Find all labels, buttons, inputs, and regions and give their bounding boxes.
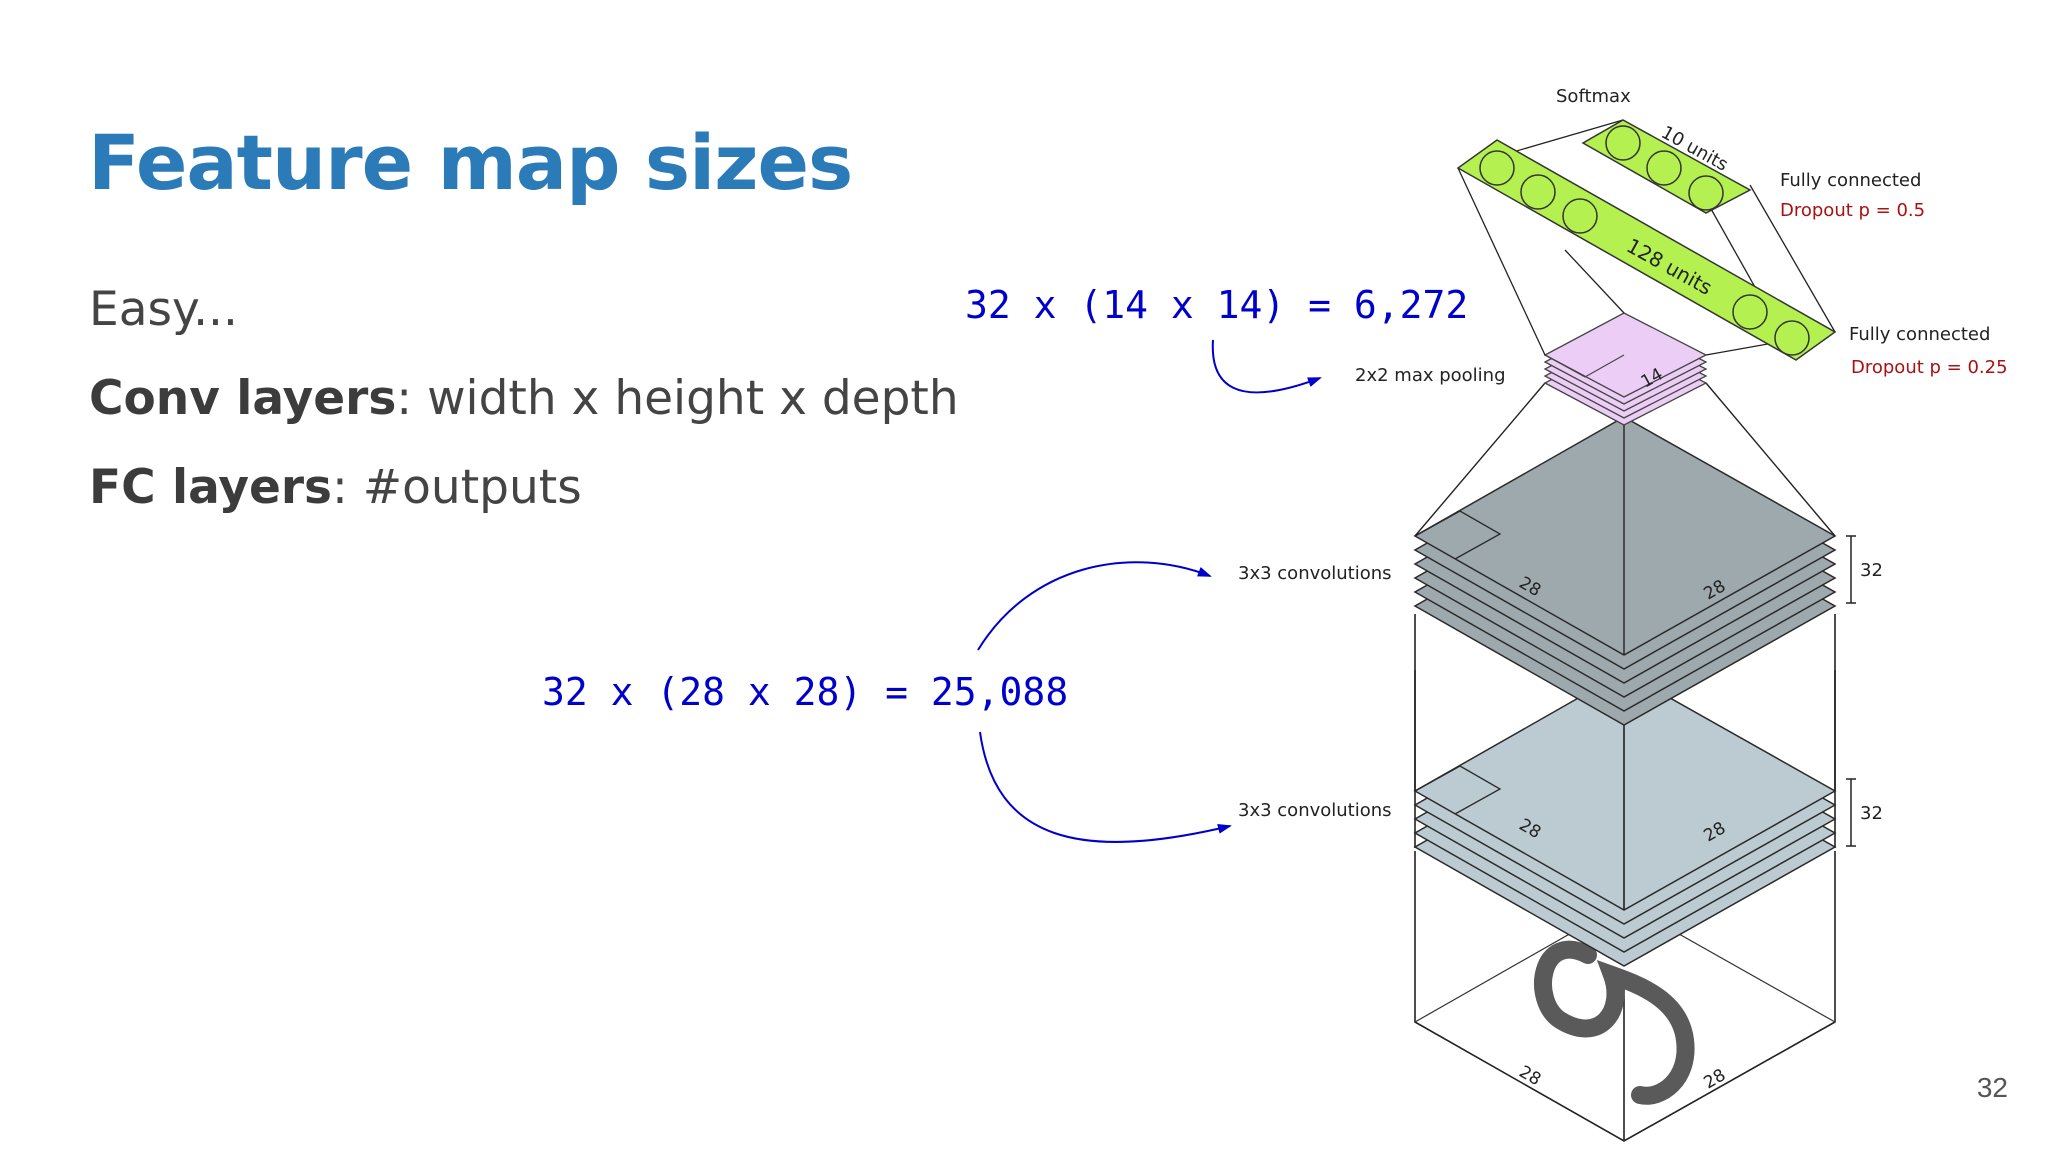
bullet-fc-layers: FC layers: #outputs (89, 460, 582, 515)
bullet-fc-term: FC layers (89, 460, 333, 515)
bullet-conv-desc: : width x height x depth (396, 371, 959, 426)
dropout2-label: Dropout p = 0.25 (1851, 357, 2008, 378)
softmax-label: Softmax (1556, 86, 1631, 107)
pool-calculation: 32 x (14 x 14) = 6,272 (965, 283, 1468, 327)
conv1-to-conv2-lines (1414, 614, 1836, 910)
conv1-label: 3x3 convolutions (1238, 800, 1392, 821)
pool-label: 2x2 max pooling (1355, 365, 1506, 386)
fc-128-layer (1456, 139, 1837, 361)
conv2-depth-label: 32 (1860, 560, 1883, 581)
conv2-stack (1413, 416, 1837, 726)
bullet-conv-layers: Conv layers: width x height x depth (89, 371, 959, 426)
conv2-arrow (977, 561, 1212, 651)
conv2-depth-bracket (1846, 535, 1856, 604)
conv-calculation: 32 x (28 x 28) = 25,088 (542, 670, 1068, 714)
conv1-depth-bracket (1846, 778, 1856, 847)
slide-title: Feature map sizes (88, 118, 853, 207)
pool-arrow (1211, 339, 1322, 394)
conv1-stack (1413, 671, 1837, 967)
conv1-arrow (979, 731, 1232, 843)
conv2-label: 3x3 convolutions (1238, 563, 1392, 584)
pool-stack (1543, 312, 1708, 426)
page-number: 32 (1976, 1072, 2008, 1103)
pool-window (1544, 354, 1625, 378)
fc-10-layer (1581, 119, 1752, 214)
bullet-fc-desc: : #outputs (332, 460, 582, 515)
fc2-label: Fully connected (1849, 324, 1990, 345)
bullet-easy-text: Easy... (89, 282, 238, 337)
fc1-label: Fully connected (1780, 170, 1921, 191)
conv2-kernel-window (1414, 510, 1502, 560)
conv1-kernel-window (1414, 765, 1502, 815)
input-height-label: 28 (1701, 1065, 1730, 1093)
conv2-to-pool-lines (1414, 382, 1836, 655)
dropout1-label: Dropout p = 0.5 (1780, 200, 1925, 221)
bullet-easy: Easy... (89, 282, 238, 337)
input-width-label: 28 (1516, 1062, 1545, 1090)
conv1-depth-label: 32 (1860, 803, 1883, 824)
bullet-conv-term: Conv layers (89, 371, 397, 426)
handwritten-digit-nine (1534, 940, 1695, 1105)
